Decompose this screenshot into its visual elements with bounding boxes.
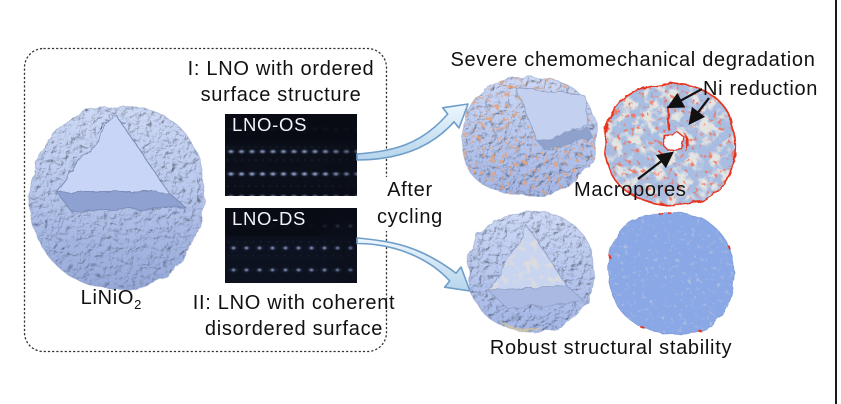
stem-image-lno-os: LNO-OS: [225, 114, 357, 196]
degraded-particle: [461, 76, 597, 197]
label-linio2: LiNiO2: [80, 287, 142, 312]
cycling-arrow-top: [356, 103, 469, 161]
label-coherent-surface: II: LNO with coherent disordered surface: [192, 292, 396, 340]
stability-caption: Robust structural stability: [489, 337, 733, 359]
label-ordered-structure: I: LNO with ordered surface structure: [187, 58, 375, 106]
stem-image-lno-ds: LNO-DS: [225, 208, 357, 283]
annotation-arrows: [637, 88, 710, 180]
stem-image-os-label: LNO-OS: [232, 114, 308, 135]
ni-reduction-label: Ni reduction: [703, 78, 819, 100]
macropores-label: Macropores: [574, 179, 687, 201]
pristine-panel-border: [23, 47, 388, 353]
pristine-particle: [29, 106, 206, 290]
after-cycling-label: After cycling: [358, 177, 462, 231]
degradation-caption: Severe chemomechanical degradation: [450, 49, 816, 71]
figure-border-line: [835, 0, 837, 404]
degraded-cross-section: [603, 82, 737, 207]
stable-cross-section: [607, 211, 736, 336]
stem-image-ds-label: LNO-DS: [232, 208, 307, 229]
cycling-arrow-bottom: [356, 237, 471, 292]
stable-particle: [467, 211, 595, 333]
